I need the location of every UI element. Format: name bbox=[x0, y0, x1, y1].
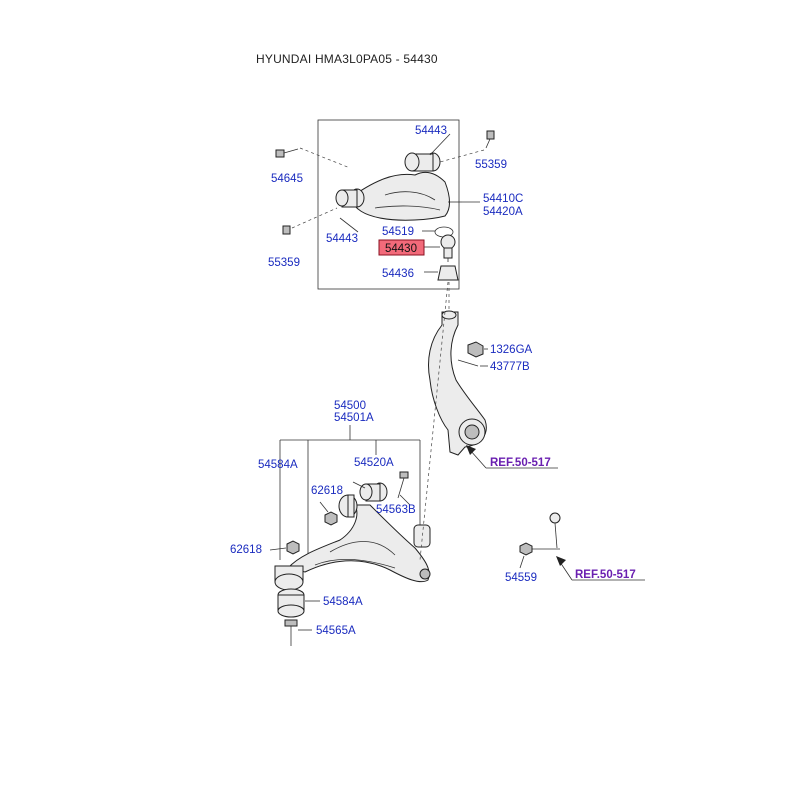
upper-arm-group-box bbox=[317, 119, 460, 290]
label-54520a[interactable]: 54520A bbox=[354, 457, 394, 469]
label-54559[interactable]: 54559 bbox=[505, 572, 537, 584]
upper-control-arm[interactable] bbox=[349, 171, 450, 221]
label-54563b[interactable]: 54563B bbox=[376, 504, 416, 516]
label-54584a-top[interactable]: 54584A bbox=[258, 459, 298, 471]
label-54565a[interactable]: 54565A bbox=[316, 625, 356, 637]
bushing-large-lower-arm[interactable] bbox=[274, 565, 304, 591]
highlighted-part-54430[interactable]: 54430 bbox=[378, 239, 425, 256]
bushing-54584a-bottom[interactable] bbox=[277, 588, 305, 618]
label-1326ga[interactable]: 1326GA bbox=[490, 344, 533, 356]
stabilizer-link[interactable] bbox=[519, 512, 561, 556]
nut-55359-left[interactable] bbox=[282, 225, 291, 235]
ref-arrow-stabilizer[interactable] bbox=[556, 556, 645, 581]
label-54430[interactable]: 54430 bbox=[385, 243, 417, 255]
label-54645[interactable]: 54645 bbox=[271, 173, 303, 185]
highlight-box bbox=[378, 239, 425, 256]
dust-cover-54436[interactable] bbox=[437, 265, 459, 281]
lower-arm-leader-bracket bbox=[279, 425, 421, 560]
nut-62618-mid[interactable] bbox=[324, 511, 338, 526]
bolt-54563b[interactable] bbox=[397, 471, 409, 499]
label-55359-right[interactable]: 55359 bbox=[475, 159, 507, 171]
ball-joint-54430[interactable] bbox=[440, 234, 456, 262]
label-54436[interactable]: 54436 bbox=[382, 268, 414, 280]
label-54420a[interactable]: 54420A bbox=[483, 206, 523, 218]
bushing-54584a-top[interactable] bbox=[338, 494, 358, 518]
lower-control-arm[interactable] bbox=[287, 504, 431, 583]
bushing-54443-top[interactable] bbox=[404, 152, 441, 172]
bushing-front-lower-arm[interactable] bbox=[413, 524, 431, 548]
label-ref-50-517-upper[interactable]: REF.50-517 bbox=[490, 457, 551, 469]
label-54443-top[interactable]: 54443 bbox=[415, 125, 447, 137]
label-62618-mid[interactable]: 62618 bbox=[311, 485, 343, 497]
label-55359-left[interactable]: 55359 bbox=[268, 257, 300, 269]
label-54519[interactable]: 54519 bbox=[382, 226, 414, 238]
label-54443-left[interactable]: 54443 bbox=[326, 233, 358, 245]
label-54410c[interactable]: 54410C bbox=[483, 193, 523, 205]
cotter-pin-43777b[interactable] bbox=[457, 359, 479, 367]
label-54500[interactable]: 54500 bbox=[334, 400, 366, 412]
label-43777b[interactable]: 43777B bbox=[490, 361, 530, 373]
leader-lines bbox=[269, 133, 525, 569]
label-ref-50-517-lower[interactable]: REF.50-517 bbox=[575, 569, 636, 581]
bolt-54565a[interactable] bbox=[284, 619, 298, 646]
ref-arrow-knuckle[interactable] bbox=[466, 445, 558, 469]
diagram-title: HYUNDAI HMA3L0PA05 - 54430 bbox=[256, 52, 438, 66]
bolt-54645[interactable] bbox=[275, 148, 299, 158]
label-54501a[interactable]: 54501A bbox=[334, 412, 374, 424]
nut-1326ga[interactable] bbox=[467, 341, 484, 358]
bushing-54520a[interactable] bbox=[359, 482, 388, 502]
nut-55359-right[interactable] bbox=[485, 130, 495, 149]
nut-62618-left[interactable] bbox=[286, 540, 300, 555]
label-62618-left[interactable]: 62618 bbox=[230, 544, 262, 556]
steering-knuckle[interactable] bbox=[428, 310, 487, 456]
label-54584a-bottom[interactable]: 54584A bbox=[323, 596, 363, 608]
bushing-54443-left[interactable] bbox=[335, 188, 365, 208]
